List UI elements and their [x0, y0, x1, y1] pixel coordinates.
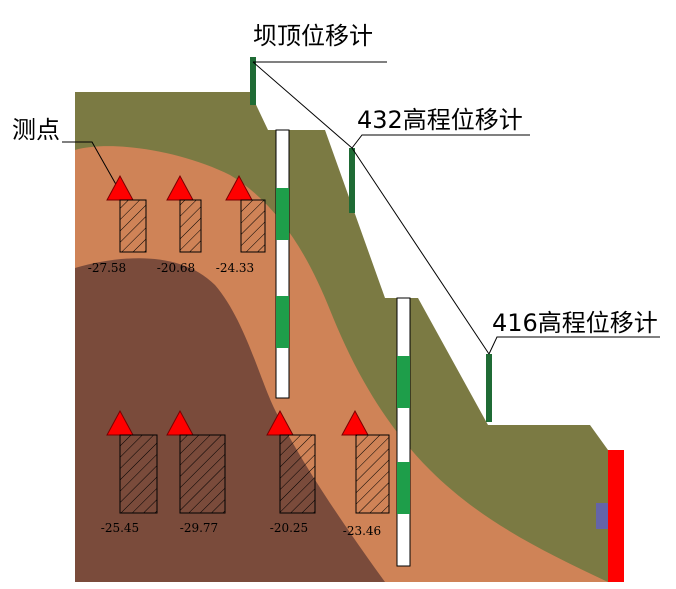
- upper-point-block: [240, 199, 266, 253]
- inclinometer-right: [396, 297, 411, 567]
- meter-416-label: 416高程位移计: [492, 309, 658, 337]
- lower-point-marker: [341, 409, 369, 436]
- upper-point-value: -24.33: [216, 261, 254, 275]
- upper-points: -27.58 -20.68 -24.33: [88, 174, 266, 275]
- lower-point-value: -29.77: [180, 521, 218, 535]
- meter-416-bar: [486, 354, 492, 422]
- leader-lines: [62, 61, 660, 355]
- lower-point-block: [119, 434, 158, 514]
- lower-point-value: -20.25: [270, 521, 308, 535]
- upper-point-block: [119, 199, 147, 253]
- meter-432-bar: [349, 148, 355, 213]
- upper-point-value: -27.58: [88, 261, 126, 275]
- lower-point-block: [279, 434, 316, 514]
- inclinometer-left: [275, 129, 290, 399]
- lower-point-block: [179, 434, 226, 514]
- lower-points: -25.45 -29.77 -20.25 -23.46: [101, 409, 390, 538]
- meter-432-label: 432高程位移计: [357, 106, 523, 134]
- lower-point-block: [355, 434, 390, 514]
- lower-point-value: -23.46: [343, 524, 381, 538]
- downstream-wall: [608, 450, 624, 582]
- lower-point-value: -25.45: [101, 521, 139, 535]
- crest-meter-bar: [250, 57, 256, 105]
- measuring-point-label: 测点: [12, 116, 60, 144]
- upper-point-block: [179, 199, 202, 253]
- upper-point-marker: [225, 174, 253, 201]
- drain-block: [596, 503, 608, 529]
- crest-meter-label: 坝顶位移计: [253, 22, 373, 50]
- upper-point-value: -20.68: [157, 261, 195, 275]
